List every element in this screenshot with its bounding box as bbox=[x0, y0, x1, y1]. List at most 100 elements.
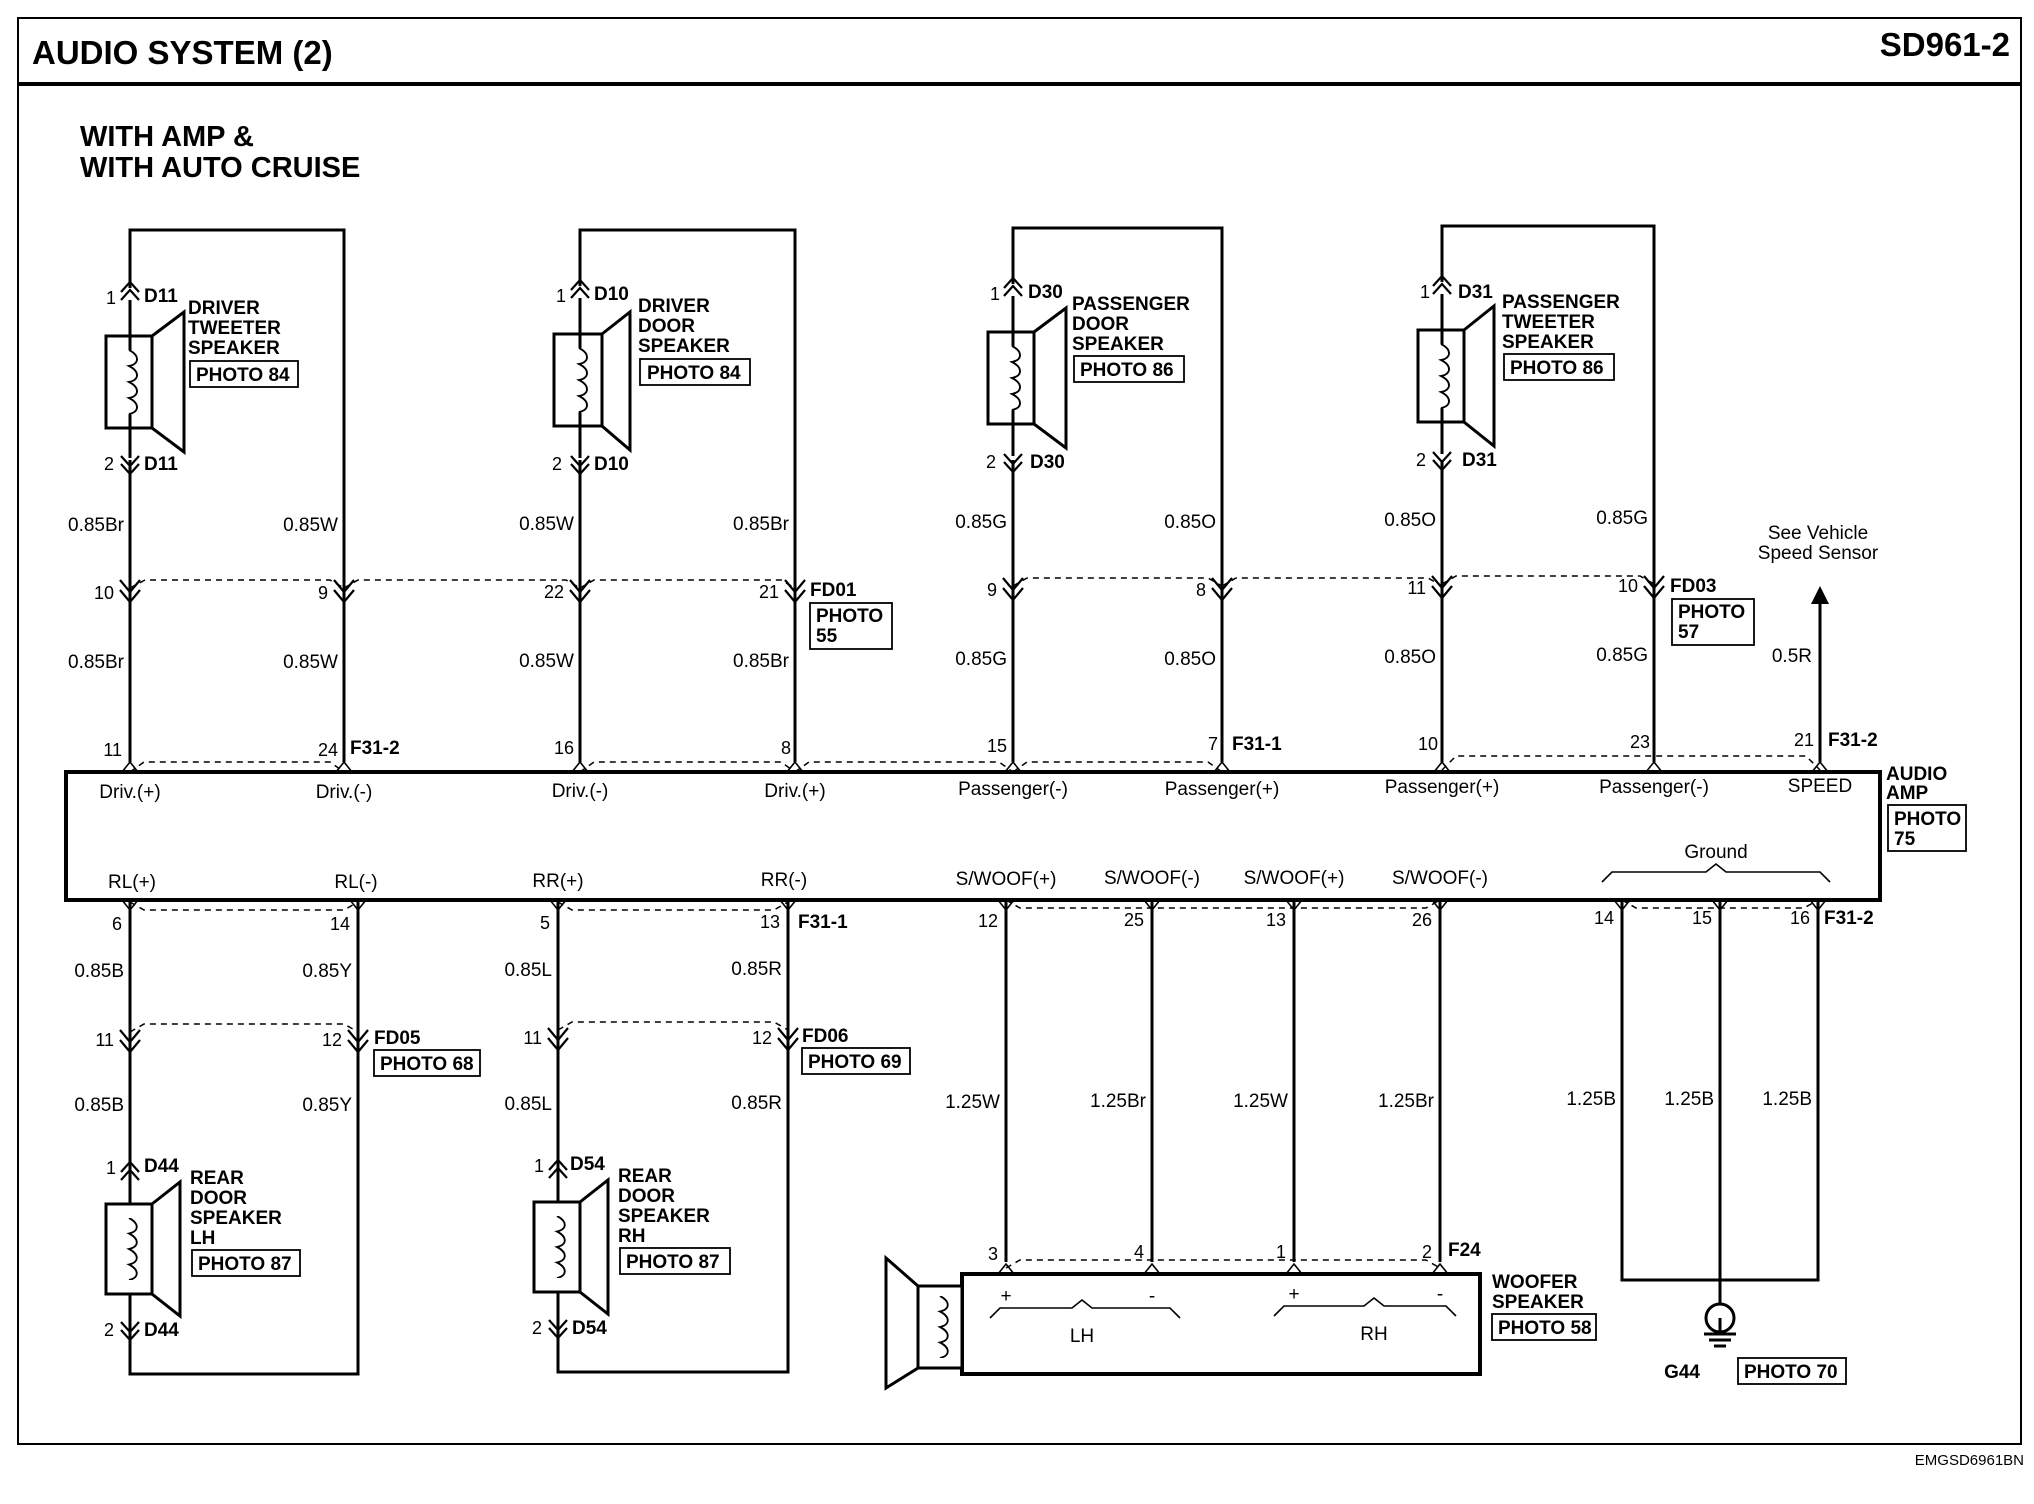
bracket-rh bbox=[1273, 1296, 1457, 1317]
terminal-label: SPEED bbox=[1788, 776, 1852, 797]
ground-label: Ground bbox=[1684, 842, 1747, 863]
photo-ref: PHOTO 84 bbox=[647, 363, 741, 384]
wire-loop-passenger-tweeter bbox=[1440, 224, 1656, 762]
photo-ref: PHOTO 69 bbox=[808, 1052, 902, 1073]
photo-ref: PHOTO bbox=[1894, 809, 1961, 830]
photo-ref-box bbox=[619, 1247, 731, 1275]
amp-name: AUDIO bbox=[1886, 764, 1947, 785]
photo-ref: 55 bbox=[816, 626, 838, 647]
conn-mark bbox=[1643, 575, 1665, 600]
wire-color: 0.85O bbox=[1164, 512, 1216, 533]
lower-wire-labels: 0.85B 0.85B 0.85Y 0.85Y 0.85L 0.85L 0.85… bbox=[74, 959, 1812, 1116]
connector-label: D31 bbox=[1462, 450, 1497, 471]
connector-label: D10 bbox=[594, 284, 629, 305]
wire-color: 0.85O bbox=[1164, 649, 1216, 670]
pin-marks bbox=[997, 1262, 1449, 1275]
ground-g44: G44 PHOTO 70 bbox=[1664, 1302, 1847, 1385]
connector-label: D31 bbox=[1458, 282, 1493, 303]
connector-label: D30 bbox=[1030, 452, 1065, 473]
terminal-label: RR(-) bbox=[761, 870, 807, 891]
photo-ref: 75 bbox=[1894, 829, 1916, 850]
upper-wire-labels: 0.85Br 0.85Br 0.85W 0.85W 0.85W 0.85W 0.… bbox=[68, 508, 1812, 673]
speaker-name: SPEAKER bbox=[638, 336, 730, 357]
photo-ref-box bbox=[1887, 804, 1967, 852]
wire-color: 0.85Br bbox=[733, 514, 790, 535]
connector-id: FD03 bbox=[1670, 576, 1716, 597]
page-title: AUDIO SYSTEM (2) bbox=[32, 34, 333, 71]
pin-number: 11 bbox=[103, 740, 122, 760]
pin-number: 26 bbox=[1412, 910, 1432, 930]
speaker-cone-icon bbox=[884, 1254, 920, 1391]
pin-label: 1 bbox=[106, 1158, 116, 1178]
photo-ref: PHOTO 58 bbox=[1498, 1318, 1592, 1339]
wire-color: 0.85W bbox=[519, 651, 574, 672]
condition-line-1: WITH AMP & bbox=[80, 121, 254, 153]
connector-id: FD01 bbox=[810, 580, 857, 601]
speaker-cone-icon bbox=[600, 308, 632, 454]
terminal-label: RL(-) bbox=[334, 872, 377, 893]
pin-number: 12 bbox=[752, 1028, 772, 1048]
wire-color: 1.25B bbox=[1762, 1089, 1812, 1110]
wire-loop-rear-rh bbox=[556, 900, 790, 1374]
conn-mark bbox=[1002, 577, 1024, 602]
pin-label: 2 bbox=[104, 1320, 114, 1340]
speaker-name: DOOR bbox=[1072, 314, 1129, 335]
upper-connector-marks bbox=[119, 274, 1665, 604]
polarity-plus: + bbox=[1000, 1286, 1011, 1307]
connector-label: D30 bbox=[1028, 282, 1063, 303]
speaker-name: SPEAKER bbox=[1502, 332, 1594, 353]
conn-mark bbox=[570, 278, 590, 299]
wire-color: 0.85B bbox=[74, 961, 124, 982]
terminal-label: Driv.(+) bbox=[99, 782, 160, 803]
speaker-name: DRIVER bbox=[638, 296, 710, 317]
pin-number: 25 bbox=[1124, 910, 1144, 930]
wire-color: 1.25W bbox=[1233, 1091, 1288, 1112]
ground-id: G44 bbox=[1664, 1362, 1700, 1383]
photo-ref: PHOTO 68 bbox=[380, 1054, 474, 1075]
audio-amp-box bbox=[64, 770, 1882, 902]
channel-rh: RH bbox=[1360, 1324, 1387, 1345]
wire-color: 0.85W bbox=[519, 514, 574, 535]
pin-number: 9 bbox=[987, 580, 997, 600]
photo-ref-box bbox=[1491, 1313, 1597, 1341]
wire-color: 0.85G bbox=[955, 512, 1007, 533]
speaker-name: DRIVER bbox=[188, 298, 260, 319]
pin-label: 2 bbox=[104, 454, 114, 474]
connector-fd06: FD06 PHOTO 69 bbox=[801, 1026, 911, 1075]
lower-pins: 6 14 5 13 F31-1 12 25 13 26 14 15 16 F31… bbox=[95, 908, 1873, 1050]
speaker-name: TWEETER bbox=[188, 318, 281, 339]
pin-number: 24 bbox=[318, 740, 338, 760]
speaker-name: WOOFER bbox=[1492, 1272, 1578, 1293]
photo-ref-box bbox=[1737, 1357, 1847, 1385]
wire-color: 0.85Br bbox=[68, 515, 125, 536]
pin-number: 2 bbox=[1422, 1242, 1432, 1262]
pin-number: 14 bbox=[1594, 908, 1614, 928]
photo-ref: PHOTO 70 bbox=[1744, 1362, 1838, 1383]
conn-outline bbox=[794, 761, 1014, 773]
connector-id: F31-2 bbox=[1828, 730, 1878, 751]
connector-fd01: FD01 PHOTO 55 bbox=[809, 580, 893, 650]
pin-number: 10 bbox=[1618, 576, 1638, 596]
terminal-label: Passenger(+) bbox=[1385, 777, 1500, 798]
polarity-minus: - bbox=[1437, 1284, 1443, 1305]
conn-outline bbox=[129, 761, 345, 773]
speaker-rear-lh: 1 D44 2 D44 REAR DOOR SPEAKER LH PHOTO 8… bbox=[104, 1156, 301, 1342]
conn-outline bbox=[343, 579, 581, 589]
terminal-label: Passenger(+) bbox=[1165, 779, 1280, 800]
wire-color: 0.85O bbox=[1384, 647, 1436, 668]
wire-loop-rear-lh bbox=[128, 900, 360, 1376]
connector-label: D11 bbox=[144, 454, 178, 475]
photo-ref-box bbox=[1073, 355, 1185, 383]
speaker-passenger-door-body bbox=[986, 330, 1036, 426]
wire-loop-driver-door bbox=[578, 228, 797, 762]
pin-number: 10 bbox=[1418, 734, 1438, 754]
speaker-cone-icon bbox=[1032, 305, 1068, 451]
wire-color: 0.85L bbox=[504, 960, 552, 981]
pin-label: 2 bbox=[986, 452, 996, 472]
pin-label: 1 bbox=[1420, 282, 1430, 302]
speaker-name: RH bbox=[618, 1226, 645, 1247]
connector-label: D11 bbox=[144, 286, 178, 307]
wire-color: 0.85R bbox=[731, 959, 782, 980]
wire-color: 0.85G bbox=[1596, 508, 1648, 529]
connector-id: F31-2 bbox=[350, 738, 400, 759]
